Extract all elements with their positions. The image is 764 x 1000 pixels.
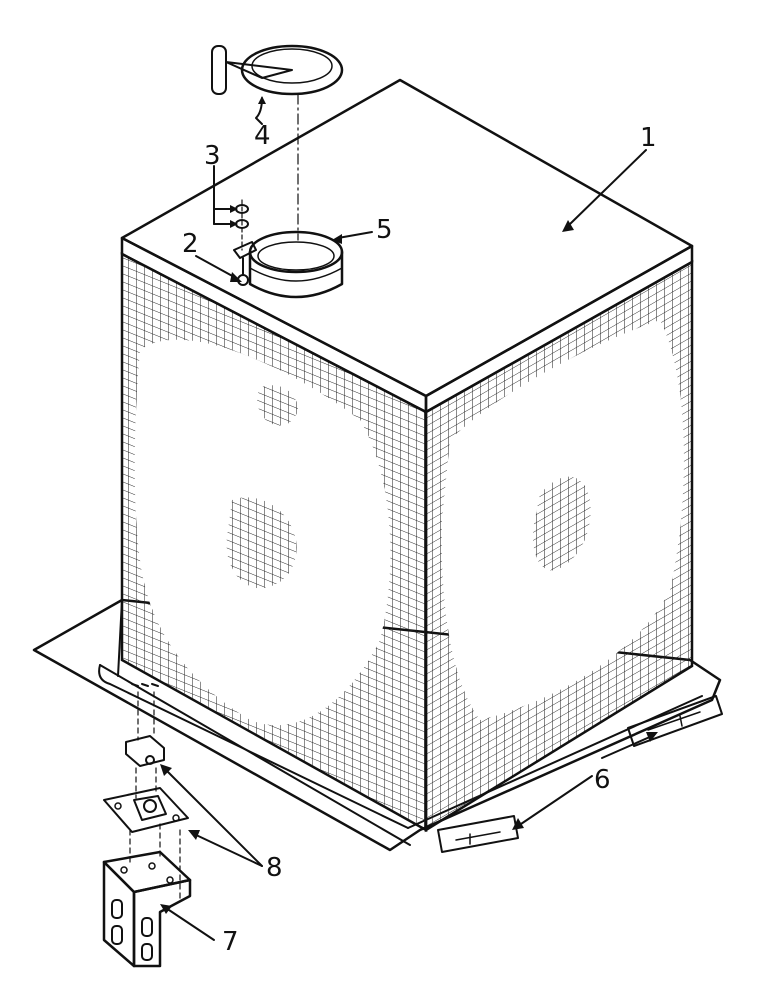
radiator-cap [211, 44, 344, 241]
mount-pad [125, 691, 165, 767]
callout-2: 2 [182, 229, 199, 259]
callout-4: 4 [254, 121, 271, 151]
angle-bracket [102, 823, 192, 968]
callout-8: 8 [266, 853, 283, 883]
leader-lines [160, 96, 658, 941]
radiator-right-face [424, 259, 694, 833]
mount-plate [103, 767, 189, 833]
callout-1: 1 [640, 123, 657, 153]
filler-neck [248, 230, 344, 299]
skid-strip-front [437, 815, 519, 853]
callout-6: 6 [594, 765, 611, 795]
skid-strip-rear [627, 695, 723, 747]
nut-and-washer [235, 199, 249, 251]
callout-3: 3 [204, 141, 221, 171]
radiator-top [120, 78, 694, 414]
callout-7: 7 [222, 927, 239, 957]
radiator-left-face [120, 251, 428, 833]
tray-holes [131, 683, 159, 687]
callout-5: 5 [376, 215, 393, 245]
callout-labels: 1 2 3 4 5 6 7 8 [182, 121, 657, 957]
